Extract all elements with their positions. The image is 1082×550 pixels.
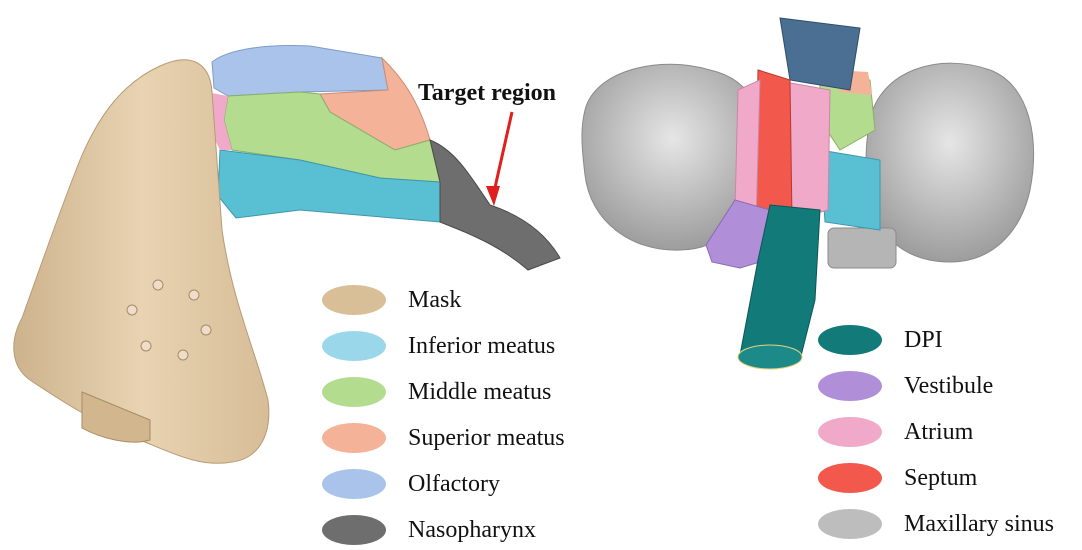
legend-label: Vestibule [904, 373, 993, 400]
mask-dot [127, 305, 137, 315]
dpi-opening [738, 345, 802, 369]
target-region-label: Target region [418, 80, 556, 107]
legend-swatch [322, 423, 386, 453]
legend-item: Atrium [818, 412, 973, 452]
legend-item: Vestibule [818, 366, 993, 406]
legend-label: Nasopharynx [408, 517, 536, 544]
legend-swatch [322, 331, 386, 361]
legend-item: Maxillary sinus [818, 504, 1054, 544]
legend-label: Superior meatus [408, 425, 565, 452]
legend-swatch [818, 509, 882, 539]
nasopharynx-stub [828, 228, 896, 268]
legend-label: DPI [904, 327, 943, 354]
olfactory-right [780, 18, 860, 90]
legend-item: Septum [818, 458, 977, 498]
septum-right [755, 70, 792, 228]
legend-swatch [322, 377, 386, 407]
mask-dot [189, 290, 199, 300]
legend-label: Atrium [904, 419, 973, 446]
legend-label: Maxillary sinus [904, 511, 1054, 538]
legend-item: Mask [322, 280, 461, 320]
legend-label: Olfactory [408, 471, 500, 498]
legend-item: Nasopharynx [322, 510, 536, 550]
olfactory-region [212, 46, 388, 96]
legend-item: DPI [818, 320, 943, 360]
mask-dot [153, 280, 163, 290]
legend-label: Inferior meatus [408, 333, 555, 360]
legend-item: Middle meatus [322, 372, 551, 412]
mask-dot [201, 325, 211, 335]
legend-swatch [322, 469, 386, 499]
legend-label: Middle meatus [408, 379, 551, 406]
legend-swatch [818, 463, 882, 493]
target-arrow-shaft [494, 112, 512, 192]
legend-label: Septum [904, 465, 977, 492]
right-model [582, 18, 1034, 369]
legend-swatch [818, 417, 882, 447]
nasopharynx-region [430, 140, 560, 270]
legend-swatch [322, 515, 386, 545]
legend-swatch [818, 371, 882, 401]
mask-dot [141, 341, 151, 351]
legend-item: Olfactory [322, 464, 500, 504]
legend-swatch [818, 325, 882, 355]
legend-item: Superior meatus [322, 418, 565, 458]
legend-label: Mask [408, 287, 461, 314]
mask-dot [178, 350, 188, 360]
legend-swatch [322, 285, 386, 315]
legend-item: Inferior meatus [322, 326, 555, 366]
